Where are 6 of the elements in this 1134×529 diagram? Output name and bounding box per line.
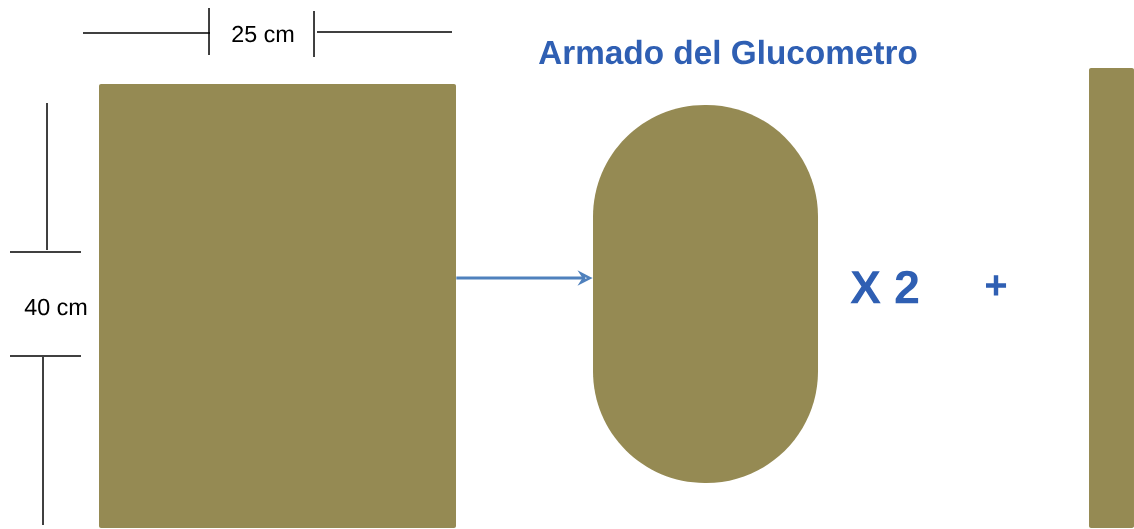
plus-sign: + [986,275,1007,296]
title: Armado del Glucometro [539,39,917,65]
dimension-label: 25 cm [232,25,294,43]
sheet [99,84,456,528]
strip [1089,68,1134,528]
rounded-piece [593,105,818,483]
